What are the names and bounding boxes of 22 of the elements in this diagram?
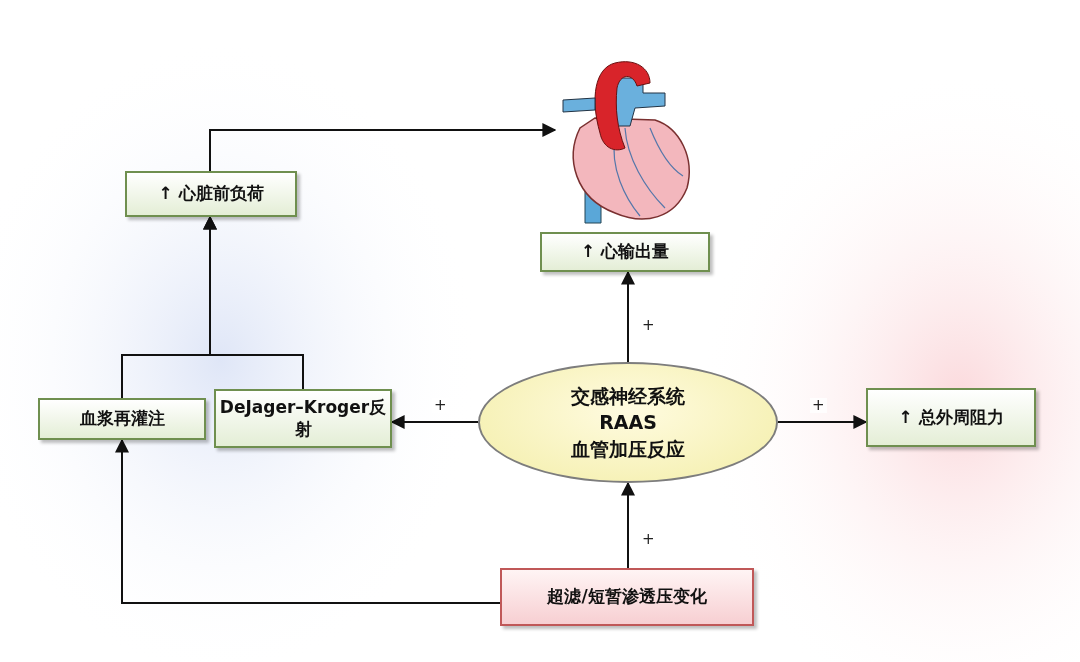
node-label: RAAS: [599, 410, 657, 436]
node-label: ↑ 心输出量: [580, 241, 670, 263]
arrow: [777, 415, 868, 429]
arrow: [621, 481, 635, 569]
process-box: [866, 388, 1036, 447]
node-label: 血浆再灌注: [79, 408, 165, 430]
process-box: [500, 568, 754, 626]
arrow: [115, 438, 501, 604]
process-box: [214, 389, 392, 448]
process-box: [38, 398, 206, 440]
node-label: 超滤/短暂渗透压变化: [547, 586, 707, 608]
node-label: DeJager–Kroger反射: [218, 397, 388, 440]
node-label: 血管加压反应: [571, 436, 685, 462]
node-label: 交感神经系统: [571, 383, 685, 409]
arrow: [621, 270, 635, 363]
edge-label: +: [810, 398, 827, 413]
node-label: ↑ 总外周阻力: [898, 406, 1004, 429]
process-box: [125, 171, 297, 217]
arrow: [203, 215, 304, 390]
arrow: [209, 123, 557, 172]
node-label: ↑ 心脏前负荷: [158, 183, 264, 205]
process-box: [540, 232, 710, 272]
